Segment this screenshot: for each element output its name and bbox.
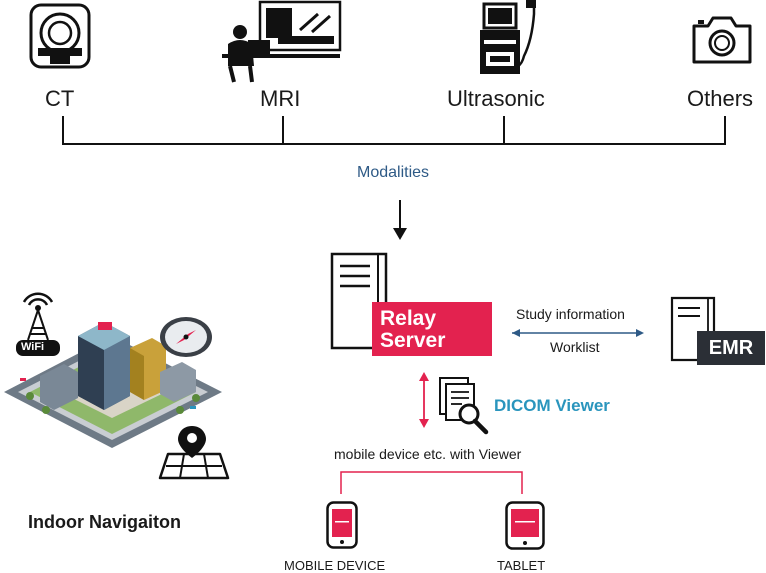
mobile-device-label: MOBILE DEVICE [284, 558, 386, 573]
dicom-viewer-label: DICOM Viewer [494, 396, 610, 415]
emr-label: EMR [697, 331, 765, 365]
ct-scanner-icon [29, 3, 91, 69]
mobile-device-icon [326, 501, 358, 549]
modalities-group-label: Modalities [357, 164, 430, 181]
indoor-navigation-label: Indoor Navigaiton [28, 512, 181, 532]
relay-server-line1: Relay [380, 307, 437, 330]
modality-label-ultrasonic: Ultrasonic [447, 86, 545, 111]
relay-server-line2: Server [380, 329, 446, 352]
compass-icon [160, 317, 212, 357]
relay-server-label: Relay Server [372, 302, 492, 356]
modality-label-ct: CT [45, 86, 75, 111]
dicom-document-search-icon [439, 377, 489, 435]
city-building-illustration [4, 322, 222, 448]
modality-label-mri: MRI [260, 86, 301, 111]
wifi-badge-text: WiFi [21, 341, 45, 353]
camera-icon [692, 16, 752, 64]
mobile-caption: mobile device etc. with Viewer [334, 446, 522, 462]
tablet-icon [505, 501, 545, 550]
tablet-label: TABLET [497, 558, 546, 573]
map-pin-icon [158, 426, 230, 480]
worklist-label: Worklist [550, 339, 600, 355]
modality-label-others: Others [687, 86, 754, 111]
wifi-tower-icon [16, 292, 60, 356]
mri-icon [222, 0, 342, 83]
ultrasound-icon [480, 0, 536, 74]
study-information-label: Study information [516, 306, 625, 322]
